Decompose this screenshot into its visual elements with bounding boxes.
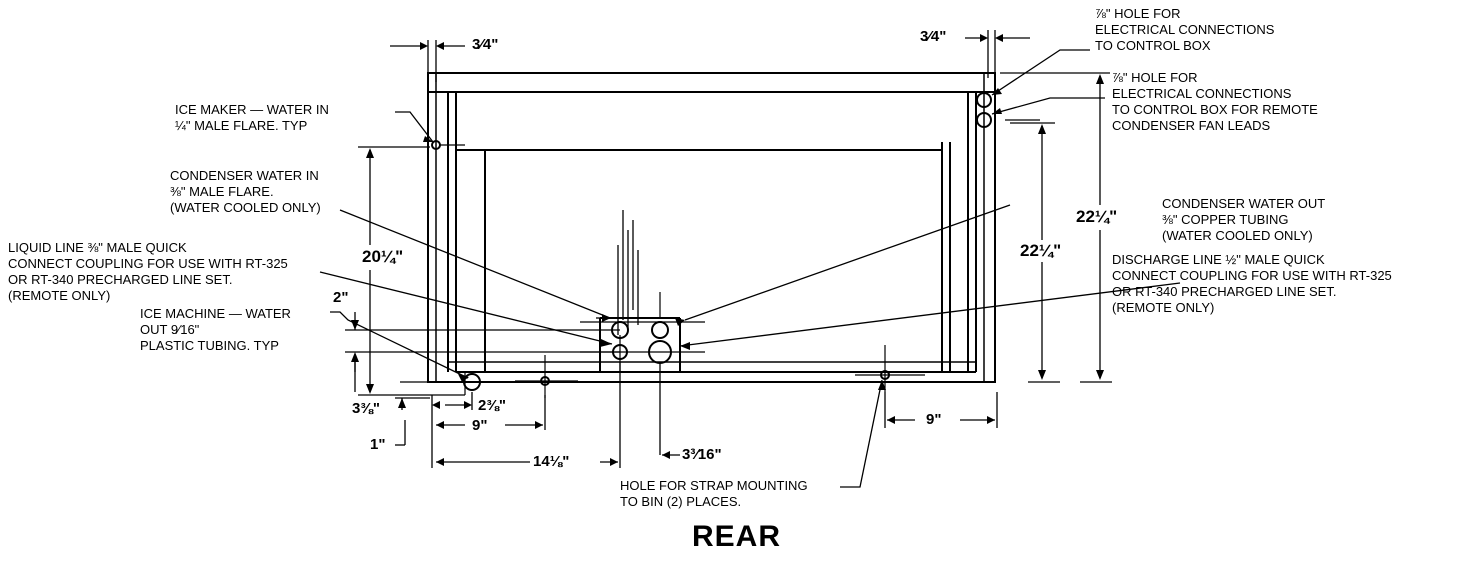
dim-nine-left: 9" [472, 417, 488, 434]
dim-three-three-sixteenths: 3³⁄16" [682, 446, 722, 463]
cabinet-outline [427, 72, 996, 383]
dim-height-left: 20¼" [362, 247, 404, 266]
callout-discharge-line: DISCHARGE LINE ½" MALE QUICK CONNECT COU… [1112, 252, 1392, 315]
callout-ice-machine-water-out: ICE MACHINE — WATER OUT 9⁄16" PLASTIC TU… [140, 306, 291, 353]
dim-right-offset: 3⁄4" [920, 28, 947, 45]
condenser-water-out-port [651, 321, 669, 339]
callout-ice-maker-water-in: ICE MAKER — WATER IN ¼" MALE FLARE. TYP [175, 102, 329, 133]
dim-fourteen-one-eighth: 14⅛" [533, 453, 570, 470]
arrowheads [351, 34, 1104, 466]
dim-left-offset: 3⁄4" [472, 36, 499, 53]
callout-condenser-water-in: CONDENSER WATER IN ⅜" MALE FLARE. (WATER… [170, 168, 321, 215]
dim-two-three-eighths: 2⅜" [478, 397, 506, 414]
callout-hole-remote-fan: ⅞" HOLE FOR ELECTRICAL CONNECTIONS TO CO… [1112, 70, 1318, 133]
fittings [400, 140, 925, 398]
dim-one-in: 1" [370, 436, 386, 453]
dim-three-three-eighths: 3⅜" [352, 400, 380, 417]
ice-machine-water-out-fitting [463, 373, 481, 391]
dimension-lines [345, 30, 1112, 468]
dim-height-inner: 22¼" [1020, 241, 1062, 260]
connection-panel [580, 292, 705, 372]
leader-lines [319, 49, 1181, 488]
dim-two-in: 2" [333, 289, 349, 306]
dim-height-outer: 22¼" [1076, 207, 1118, 226]
hatching [617, 210, 639, 335]
electrical-holes [976, 92, 1040, 128]
callout-liquid-line: LIQUID LINE ⅜" MALE QUICK CONNECT COUPLI… [8, 240, 288, 303]
dim-nine-right: 9" [926, 411, 942, 428]
callout-condenser-water-out: CONDENSER WATER OUT ⅜" COPPER TUBING (WA… [1162, 196, 1326, 243]
callout-hole-electrical: ⅞" HOLE FOR ELECTRICAL CONNECTIONS TO CO… [1095, 6, 1275, 53]
view-title: REAR [691, 520, 781, 553]
callout-strap-hole: HOLE FOR STRAP MOUNTING TO BIN (2) PLACE… [620, 478, 808, 509]
